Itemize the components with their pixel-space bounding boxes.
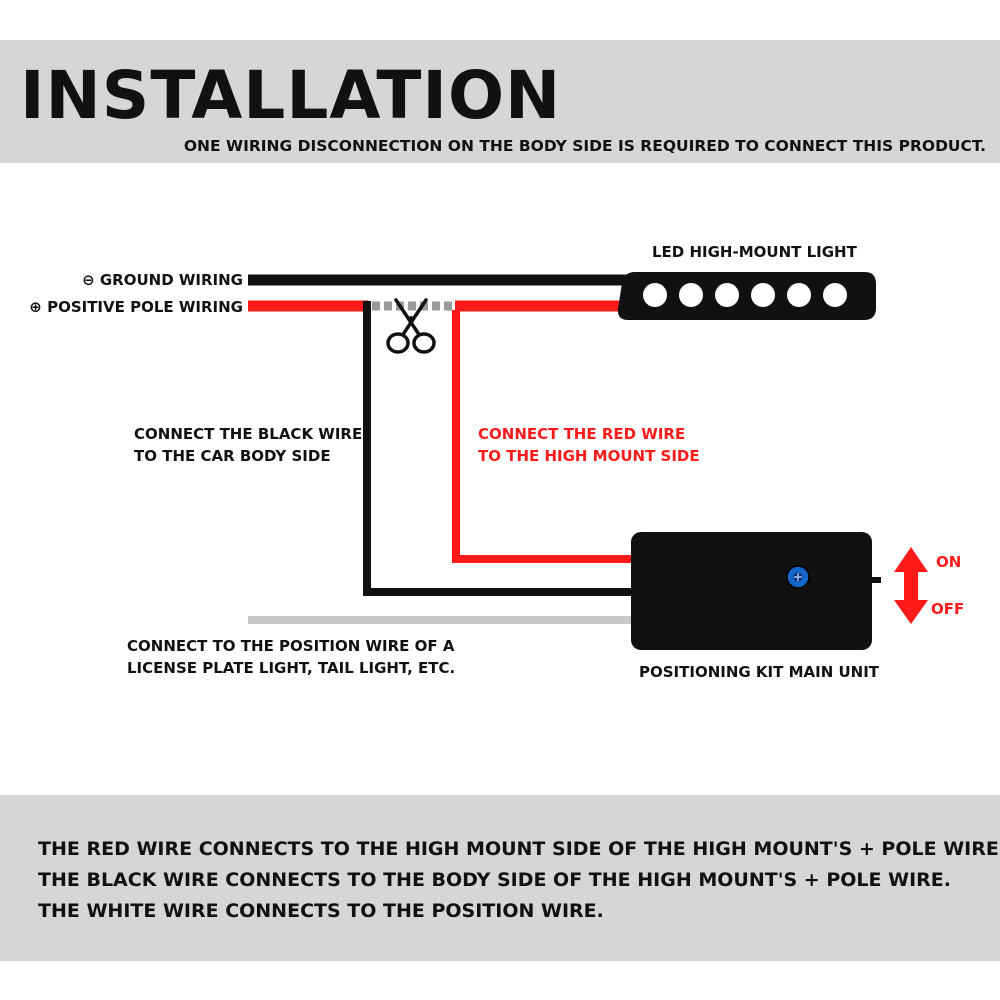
black-wire-note: CONNECT THE BLACK WIRE TO THE CAR BODY S… [134, 425, 363, 465]
red-wire [452, 310, 636, 563]
led-bulb [787, 283, 811, 307]
led-bulb [823, 283, 847, 307]
positive-pole-wiring-label: ⊕ POSITIVE POLE WIRING [29, 298, 243, 316]
footer-band [0, 795, 1000, 961]
positioning-kit-main-unit [631, 532, 872, 650]
footer-note-white: THE WHITE WIRE CONNECTS TO THE POSITION … [38, 900, 604, 922]
black-wire [363, 301, 636, 596]
scissors-icon [386, 298, 436, 354]
on-off-arrow-icon [894, 547, 928, 624]
switch-off-label: OFF [931, 600, 965, 618]
led-bulb [715, 283, 739, 307]
led-bulb [643, 283, 667, 307]
switch-on-label: ON [936, 553, 962, 571]
led-high-mount-light [617, 272, 876, 320]
led-bulb [679, 283, 703, 307]
footer-note-black: THE BLACK WIRE CONNECTS TO THE BODY SIDE… [38, 869, 951, 891]
led-light-label: LED HIGH-MOUNT LIGHT [652, 243, 857, 261]
red-wire-note: CONNECT THE RED WIRE TO THE HIGH MOUNT S… [478, 425, 700, 465]
main-unit-label: POSITIONING KIT MAIN UNIT [639, 663, 880, 681]
ground-wiring-label: ⊖ GROUND WIRING [82, 271, 243, 289]
footer-notes: THE RED WIRE CONNECTS TO THE HIGH MOUNT … [38, 834, 1000, 927]
footer-note-red: THE RED WIRE CONNECTS TO THE HIGH MOUNT … [38, 838, 1000, 860]
white-wire-note: CONNECT TO THE POSITION WIRE OF A LICENS… [127, 637, 456, 677]
led-bulb [751, 283, 775, 307]
header-band [0, 40, 1000, 163]
page-title: INSTALLATION [20, 57, 562, 134]
page-subtitle: ONE WIRING DISCONNECTION ON THE BODY SID… [183, 137, 986, 155]
